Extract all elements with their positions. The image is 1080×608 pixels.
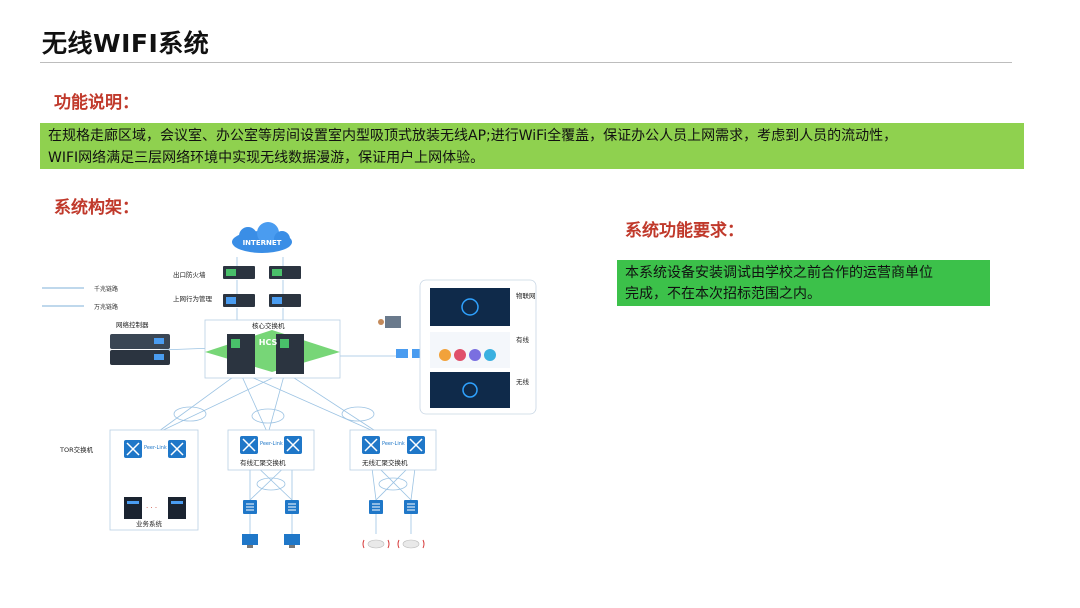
firewall-device-1 <box>223 266 255 279</box>
iot-dashboard-screen <box>430 288 510 326</box>
wireless-access-switch-icon-2 <box>404 500 418 514</box>
wired-agg-switch-icon-2 <box>284 436 302 454</box>
wireless-agg-switch-icon-1 <box>362 436 380 454</box>
network-architecture-diagram: 千兆链路 万兆链路 <box>42 222 537 549</box>
function-text-line-2: WIFI网络满足三层网络环境中实现无线数据漫游，保证用户上网体验。 <box>48 150 485 166</box>
egress-firewall-label: 出口防火墙 <box>173 270 206 279</box>
wired-terminal-icon-2 <box>284 534 300 548</box>
requirements-box: 本系统设备安装调试由学校之前合作的运营商单位 完成，不在本次招标范围之内。 <box>617 260 990 306</box>
business-system-label: 业务系统 <box>136 519 163 528</box>
wireless-access-switch-icon-1 <box>369 500 383 514</box>
wired-agg-switch-icon-1 <box>240 436 258 454</box>
page-title: 无线WIFI系统 <box>42 29 210 58</box>
internet-cloud-icon: INTERNET <box>232 222 292 253</box>
requirements-text-line-2: 完成，不在本次招标范围之内。 <box>625 286 821 302</box>
architecture-heading: 系统构架： <box>54 198 139 218</box>
behavior-mgmt-label: 上网行为管理 <box>173 294 213 303</box>
core-switch-device-icon: HCS <box>205 330 340 374</box>
business-server-icon-1 <box>124 497 142 519</box>
wireless-agg-switch-icon-2 <box>407 436 425 454</box>
function-text-line-1: 在规格走廊区域，会议室、办公室等房间设置室内型吸顶式放装无线AP;进行WiFi全… <box>48 128 898 144</box>
panel-wired-label: 有线 <box>516 335 530 344</box>
behavior-mgmt-device-2 <box>269 294 301 307</box>
network-controller-label: 网络控制器 <box>116 320 149 329</box>
panel-iot-label: 物联网 <box>516 291 536 300</box>
function-heading: 功能说明： <box>54 93 139 113</box>
firewall-device-2 <box>269 266 301 279</box>
hcs-label: HCS <box>259 338 278 347</box>
wireless-ap-icon-2 <box>397 539 425 549</box>
core-switch-label: 核心交换机 <box>252 321 285 330</box>
function-description-box: 在规格走廊区域，会议室、办公室等房间设置室内型吸顶式放装无线AP;进行WiFi全… <box>40 123 1024 169</box>
requirements-heading: 系统功能要求： <box>625 221 744 241</box>
wireless-agg-label: 无线汇聚交换机 <box>362 458 408 467</box>
wired-access-switch-icon-1 <box>243 500 257 514</box>
wireless-dashboard-screen <box>430 372 510 408</box>
wired-peer-link-label: Peer-Link <box>260 441 283 447</box>
behavior-mgmt-device-1 <box>223 294 255 307</box>
admin-terminal-icon <box>378 316 424 358</box>
wired-dashboard-chart <box>430 332 510 368</box>
tor-switch-icon-1 <box>124 440 142 458</box>
title-divider <box>40 62 1012 63</box>
wired-terminal-icon-1 <box>242 534 258 548</box>
server-ellipsis: · · · <box>146 504 157 512</box>
wireless-peer-link-label: Peer-Link <box>382 441 405 447</box>
wireless-ap-icon-1 <box>362 539 390 549</box>
internet-label: INTERNET <box>243 239 282 247</box>
wired-agg-label: 有线汇聚交换机 <box>240 458 286 467</box>
wired-access-switch-icon-2 <box>285 500 299 514</box>
requirements-text-line-1: 本系统设备安装调试由学校之前合作的运营商单位 <box>625 265 933 281</box>
business-server-icon-2 <box>168 497 186 519</box>
tor-switch-icon-2 <box>168 440 186 458</box>
network-controller-server-icon <box>110 334 170 365</box>
legend-10g-label: 万兆链路 <box>94 303 118 311</box>
tor-switch-label: TOR交换机 <box>59 445 94 454</box>
legend-gigabit-label: 千兆链路 <box>94 285 118 293</box>
tor-peer-link-label: Peer-Link <box>144 445 167 451</box>
panel-wireless-label: 无线 <box>516 377 530 386</box>
